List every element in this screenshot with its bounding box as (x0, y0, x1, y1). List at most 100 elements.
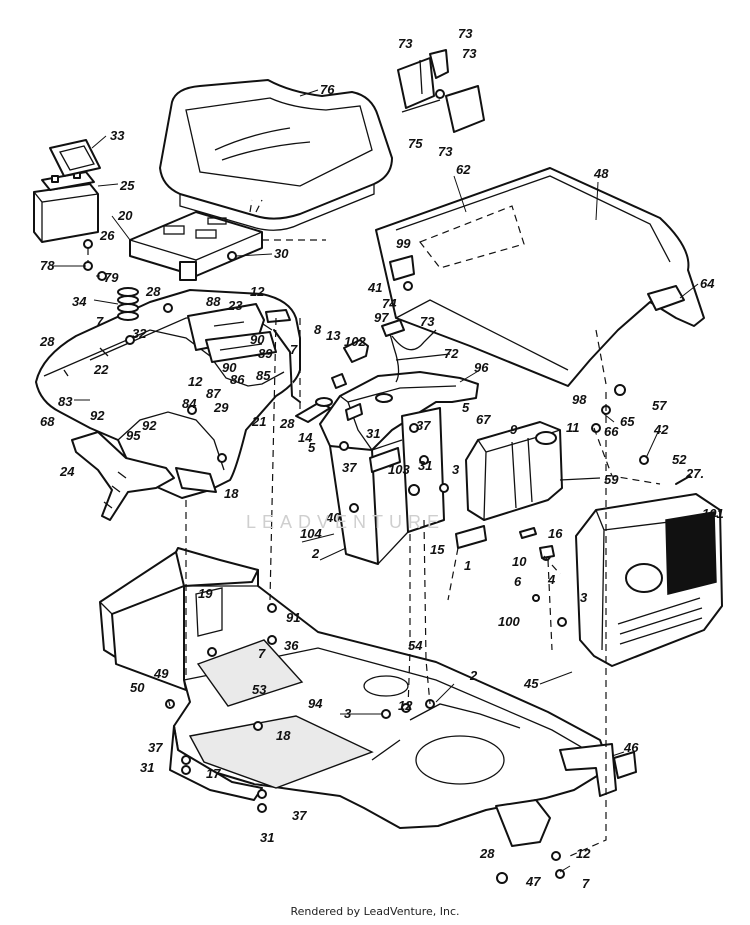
seat (159, 79, 393, 231)
callout-68: 68 (40, 414, 55, 429)
callout-47: 47 (525, 874, 541, 889)
fender-trim (71, 431, 175, 521)
callout-40: 40 (325, 510, 341, 525)
callout-85: 85 (256, 368, 271, 383)
callout-12: 12 (576, 846, 591, 861)
callout-14: 14 (298, 430, 313, 445)
callout-50: 50 (130, 680, 145, 695)
callout-8: 8 (314, 322, 322, 337)
callout-52: 52 (672, 452, 687, 467)
callout-46: 46 (623, 740, 639, 755)
callout-15: 15 (430, 542, 445, 557)
main-frame (99, 551, 637, 847)
callout-5: 5 (462, 400, 470, 415)
callout-65: 65 (620, 414, 635, 429)
callout-7: 7 (290, 342, 298, 357)
callout-3: 3 (580, 590, 588, 605)
leader-lines (52, 89, 699, 873)
callout-5: 5 (308, 440, 316, 455)
callout-28: 28 (145, 284, 161, 299)
callout-37: 37 (342, 460, 357, 475)
callout-37: 37 (416, 418, 431, 433)
callout-90: 90 (222, 360, 237, 375)
callout-89: 89 (258, 346, 273, 361)
callout-9: 9 (510, 422, 518, 437)
callout-79: 79 (104, 270, 119, 285)
callout-1: 1 (464, 558, 471, 573)
callout-102: 102 (344, 334, 366, 349)
callout-12: 12 (250, 284, 265, 299)
callout-28: 28 (39, 334, 55, 349)
callout-19: 19 (198, 586, 213, 601)
callout-33: 33 (110, 128, 125, 143)
callout-91: 91 (286, 610, 300, 625)
footer-credit: Rendered by LeadVenture, Inc. (290, 905, 460, 918)
fuel-tank (455, 421, 601, 549)
callout-48: 48 (593, 166, 609, 181)
callout-62: 62 (456, 162, 471, 177)
callout-37: 37 (148, 740, 163, 755)
callout-73: 73 (458, 26, 473, 41)
callout-92: 92 (90, 408, 105, 423)
seat-spring (117, 287, 139, 321)
seat-adjust-bracket (397, 49, 485, 133)
callout-86: 86 (230, 372, 245, 387)
callout-18: 18 (276, 728, 291, 743)
callout-28: 28 (279, 416, 295, 431)
callout-49: 49 (153, 666, 169, 681)
callout-75: 75 (408, 136, 423, 151)
callout-37: 37 (292, 808, 307, 823)
assembly-lines (87, 199, 661, 857)
throttle-control (381, 319, 451, 383)
callout-labels: 76 73 73 73 75 73 33 25 62 48 20 26 30 9… (39, 26, 724, 891)
callout-31: 31 (260, 830, 274, 845)
callout-10: 10 (512, 554, 527, 569)
callout-73: 73 (438, 144, 453, 159)
hood (375, 167, 705, 387)
callout-74: 74 (382, 296, 397, 311)
callout-53: 53 (252, 682, 267, 697)
callout-97: 97 (374, 310, 389, 325)
callout-3: 3 (452, 462, 460, 477)
callout-90: 90 (250, 332, 265, 347)
callout-28: 28 (479, 846, 495, 861)
callout-42: 42 (653, 422, 669, 437)
callout-104: 104 (300, 526, 322, 541)
callout-99: 99 (396, 236, 411, 251)
callout-6: 6 (514, 574, 522, 589)
watermark: LEADVENTURE (246, 512, 446, 532)
callout-7: 7 (96, 314, 104, 329)
callout-31: 31 (366, 426, 380, 441)
steering-parts (295, 339, 369, 423)
steering-support (329, 407, 445, 565)
callout-11: 11 (566, 420, 580, 435)
callout-41: 41 (367, 280, 382, 295)
callout-7: 7 (582, 876, 590, 891)
callout-96: 96 (474, 360, 489, 375)
callout-32: 32 (132, 326, 147, 341)
callout-34: 34 (72, 294, 87, 309)
callout-83: 83 (58, 394, 73, 409)
callout-13: 13 (326, 328, 341, 343)
callout-98: 98 (572, 392, 587, 407)
callout-3: 3 (344, 706, 352, 721)
callout-36: 36 (284, 638, 299, 653)
callout-73: 73 (462, 46, 477, 61)
callout-4: 4 (547, 572, 556, 587)
grille-nose (575, 493, 723, 667)
callout-94: 94 (308, 696, 323, 711)
callout-78: 78 (40, 258, 55, 273)
callout-95: 95 (126, 428, 141, 443)
callout-21: 21 (251, 414, 266, 429)
callout-31: 31 (418, 458, 432, 473)
callout-66: 66 (604, 424, 619, 439)
callout-87: 87 (206, 386, 221, 401)
callout-100: 100 (498, 614, 520, 629)
callout-72: 72 (444, 346, 459, 361)
callout-101: 101 (702, 506, 724, 521)
callout-2: 2 (311, 546, 320, 561)
callout-17: 17 (206, 766, 221, 781)
callout-67: 67 (476, 412, 491, 427)
callout-12: 12 (188, 374, 203, 389)
callout-31: 31 (140, 760, 154, 775)
